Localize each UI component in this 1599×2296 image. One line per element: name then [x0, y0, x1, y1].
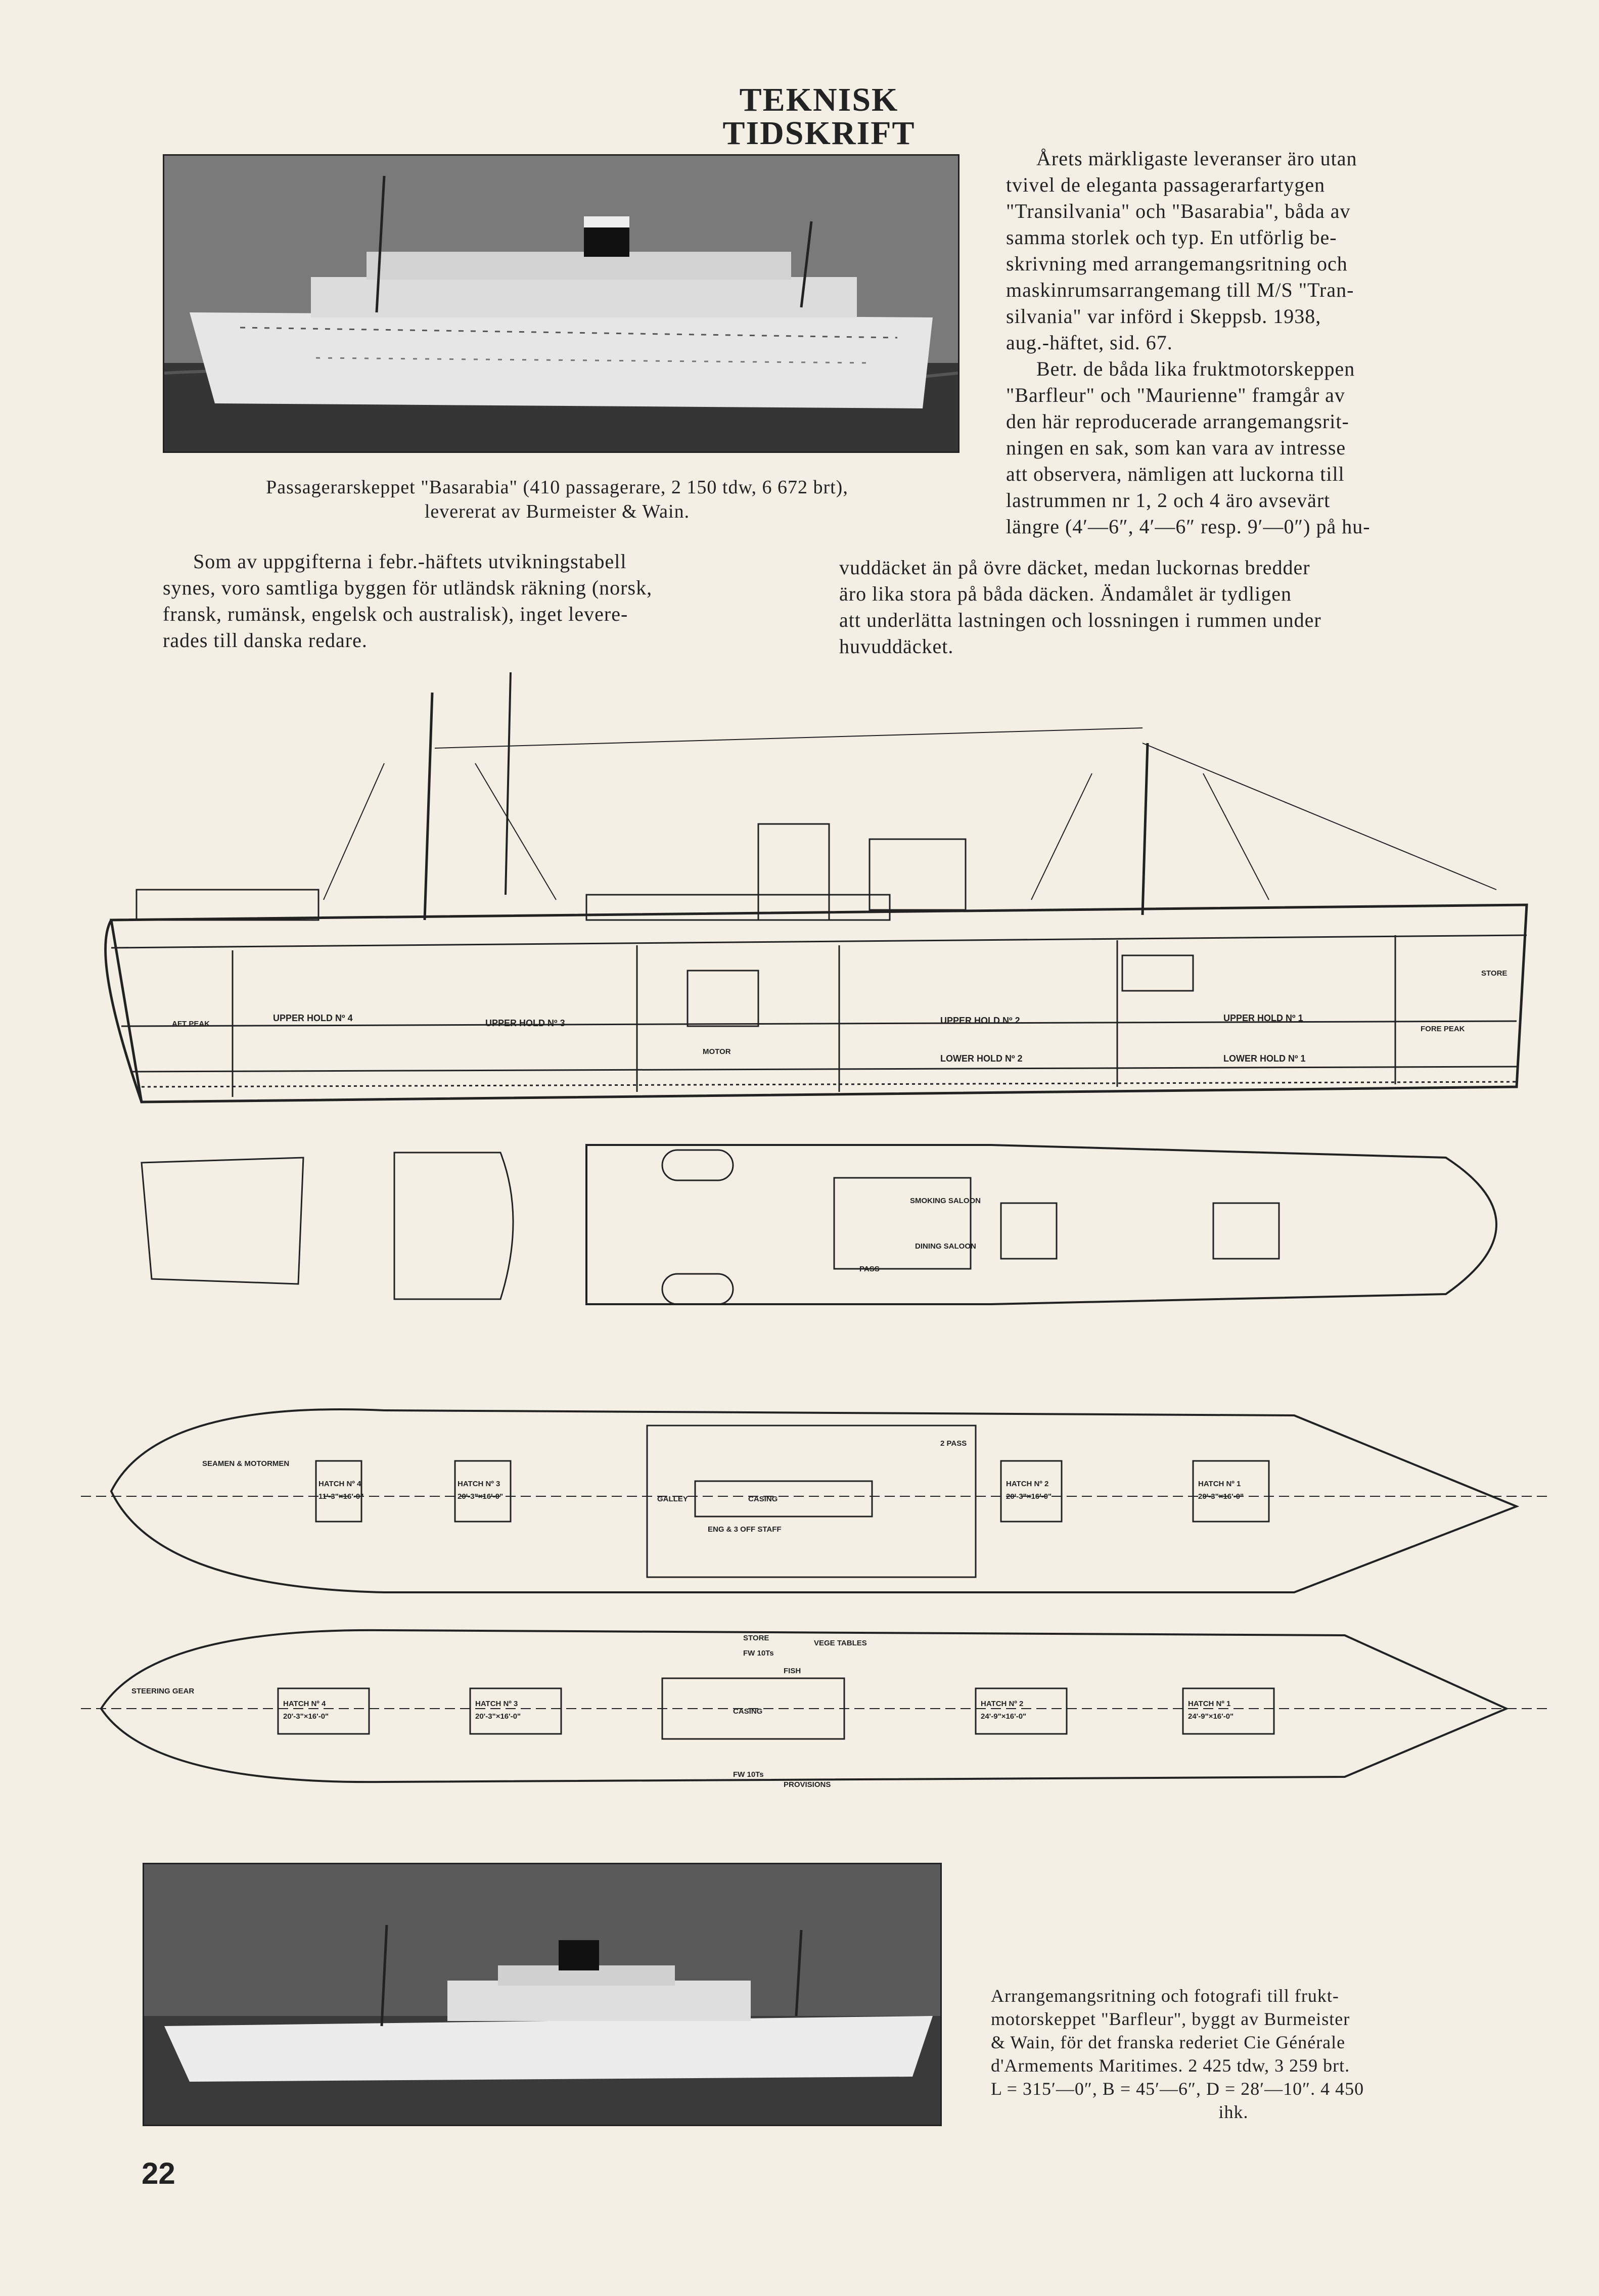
right-line: aug.-häftet, sid. 67. — [1006, 331, 1173, 354]
label-seamen: SEAMEN & MOTORMEN — [202, 1459, 289, 1468]
label-aft-peak: AFT PEAK — [172, 1020, 210, 1028]
label-l-hatch1-dim: 24'-9"×16'-0" — [1188, 1712, 1233, 1721]
label-hatch2: HATCH Nº 2 — [1006, 1480, 1048, 1488]
caption-line: & Wain, för det franska rederiet Cie Gén… — [991, 2032, 1346, 2052]
label-l-fw10: FW 10Ts — [743, 1649, 774, 1658]
label-upper-hold-4: UPPER HOLD Nº 4 — [273, 1013, 353, 1023]
barfleur-photo — [143, 1863, 942, 2126]
right-line: maskinrumsarrangemang till M/S "Tran- — [1006, 279, 1354, 301]
label-hatch4-dim: 11'-3"×16'-0" — [318, 1492, 363, 1501]
right-line: ningen en sak, som kan vara av intresse — [1006, 436, 1346, 459]
right-line: Årets märkligaste leveranser äro utan — [1036, 147, 1357, 170]
profile-view: UPPER HOLD Nº 4 UPPER HOLD Nº 3 UPPER HO… — [104, 672, 1528, 1104]
left-paragraph: Som av uppgifterna i febr.-häftets utvik… — [163, 548, 805, 654]
label-hatch3: HATCH Nº 3 — [458, 1480, 500, 1488]
top-caption-line2: levererat av Burmeister & Wain. — [424, 501, 690, 522]
left-line: rades till danska redare. — [163, 629, 368, 652]
continuation-line: att underlätta lastningen och lossningen… — [839, 609, 1321, 631]
label-hatch4: HATCH Nº 4 — [318, 1480, 361, 1488]
label-pass2: 2 PASS — [940, 1439, 967, 1448]
arrangement-drawing: UPPER HOLD Nº 4 UPPER HOLD Nº 3 UPPER HO… — [81, 672, 1547, 1789]
label-l-hatch2-dim: 24'-9"×16'-0" — [981, 1712, 1026, 1721]
right-line: lastrummen nr 1, 2 och 4 äro avsevärt — [1006, 489, 1331, 512]
caption-line: L = 315′—0″, B = 45′—6″, D = 28′—10″. 4 … — [991, 2079, 1364, 2099]
label-l-provisions: PROVISIONS — [784, 1780, 831, 1789]
label-upper-hold-1: UPPER HOLD Nº 1 — [1223, 1013, 1303, 1023]
label-hatch3-dim: 20'-3"×16'-0" — [458, 1492, 503, 1501]
caption-line: d'Armements Maritimes. 2 425 tdw, 3 259 … — [991, 2055, 1350, 2076]
deck-plan-upper: SMOKING SALOON DINING SALOON PASS — [141, 1144, 1497, 1305]
label-lower-hold-1: LOWER HOLD Nº 1 — [1223, 1053, 1306, 1064]
label-galley: GALLEY — [657, 1495, 688, 1503]
continuation-line: huvuddäcket. — [839, 635, 954, 658]
label-dining-saloon: DINING SALOON — [915, 1242, 976, 1251]
page-title: TEKNISK TIDSKRIFT — [722, 81, 916, 152]
label-pass: PASS — [859, 1265, 880, 1273]
deck-plan-lower: STEERING GEAR HATCH Nº 4 20'-3"×16'-0" H… — [81, 1629, 1547, 1789]
label-motor: MOTOR — [703, 1047, 731, 1056]
ship-photo-image — [164, 156, 958, 451]
label-casing: CASING — [748, 1495, 778, 1503]
label-l-hatch4: HATCH Nº 4 — [283, 1700, 326, 1708]
label-l-hatch1: HATCH Nº 1 — [1188, 1700, 1230, 1708]
right-line: silvania" var införd i Skeppsb. 1938, — [1006, 305, 1321, 328]
ship-photo-image — [144, 1864, 940, 2125]
top-photo-caption: Passagerarskeppet "Basarabia" (410 passa… — [163, 475, 951, 524]
label-lower-hold-2: LOWER HOLD Nº 2 — [940, 1053, 1023, 1064]
label-fore-peak: FORE PEAK — [1421, 1025, 1465, 1033]
basarabia-photo — [163, 154, 960, 453]
label-hatch2-dim: 20'-3"×16'-0" — [1006, 1492, 1052, 1501]
right-line: "Barfleur" och "Maurienne" framgår av — [1006, 384, 1345, 406]
continuation-line: äro lika stora på båda däcken. Ändamålet… — [839, 582, 1292, 605]
label-l-fw10b: FW 10Ts — [733, 1770, 764, 1779]
label-l-store: STORE — [743, 1634, 769, 1642]
label-l-vegetables: VEGE TABLES — [814, 1639, 867, 1647]
left-line: Som av uppgifterna i febr.-häftets utvik… — [193, 550, 627, 573]
right-line: tvivel de eleganta passagerarfartygen — [1006, 173, 1326, 196]
label-upper-hold-2: UPPER HOLD Nº 2 — [940, 1016, 1020, 1026]
left-line: fransk, rumänsk, engelsk och australisk)… — [163, 603, 628, 625]
label-eng-off: ENG & 3 OFF STAFF — [708, 1525, 782, 1534]
label-l-hatch4-dim: 20'-3"×16'-0" — [283, 1712, 329, 1721]
right-line: den här reproducerade arrangemangsrit- — [1006, 410, 1349, 433]
label-upper-hold-3: UPPER HOLD Nº 3 — [485, 1018, 565, 1028]
label-hatch1-dim: 20'-3"×16'-0" — [1198, 1492, 1244, 1501]
top-caption-line1: Passagerarskeppet "Basarabia" (410 passa… — [266, 477, 848, 498]
label-l-hatch2: HATCH Nº 2 — [981, 1700, 1023, 1708]
continuation-line: vuddäcket än på övre däcket, medan lucko… — [839, 556, 1310, 579]
label-smoking-saloon: SMOKING SALOON — [910, 1197, 981, 1205]
label-l-fish: FISH — [784, 1667, 801, 1675]
label-l-casing: CASING — [733, 1707, 762, 1716]
left-line: synes, voro samtliga byggen för utländsk… — [163, 576, 653, 599]
bottom-caption: Arrangemangsritning och fotografi till f… — [991, 1984, 1476, 2124]
continuation-paragraph: vuddäcket än på övre däcket, medan lucko… — [839, 555, 1496, 660]
caption-line: motorskeppet "Barfleur", byggt av Burmei… — [991, 2009, 1350, 2029]
right-line: "Transilvania" och "Basarabia", båda av — [1006, 200, 1351, 222]
right-line: samma storlek och typ. En utförlig be- — [1006, 226, 1337, 249]
right-line: att observera, nämligen att luckorna til… — [1006, 463, 1345, 485]
label-steering-gear: STEERING GEAR — [131, 1687, 194, 1695]
right-line: Betr. de båda lika fruktmotorskeppen — [1036, 357, 1355, 380]
deck-plan-main: SEAMEN & MOTORMEN GALLEY CASING ENG & 3 … — [81, 1408, 1547, 1593]
label-hatch1: HATCH Nº 1 — [1198, 1480, 1241, 1488]
caption-line: Arrangemangsritning och fotografi till f… — [991, 1986, 1339, 2006]
page-number: 22 — [142, 2156, 175, 2190]
caption-line: ihk. — [1218, 2102, 1249, 2122]
right-line: längre (4′—6″, 4′—6″ resp. 9′—0″) på hu- — [1006, 515, 1370, 538]
label-l-hatch3: HATCH Nº 3 — [475, 1700, 518, 1708]
right-line: skrivning med arrangemangsritning och — [1006, 252, 1348, 275]
label-l-hatch3-dim: 20'-3"×16'-0" — [475, 1712, 521, 1721]
right-column-text: Årets märkligaste leveranser äro utan tv… — [1006, 146, 1496, 540]
label-store: STORE — [1481, 969, 1507, 978]
